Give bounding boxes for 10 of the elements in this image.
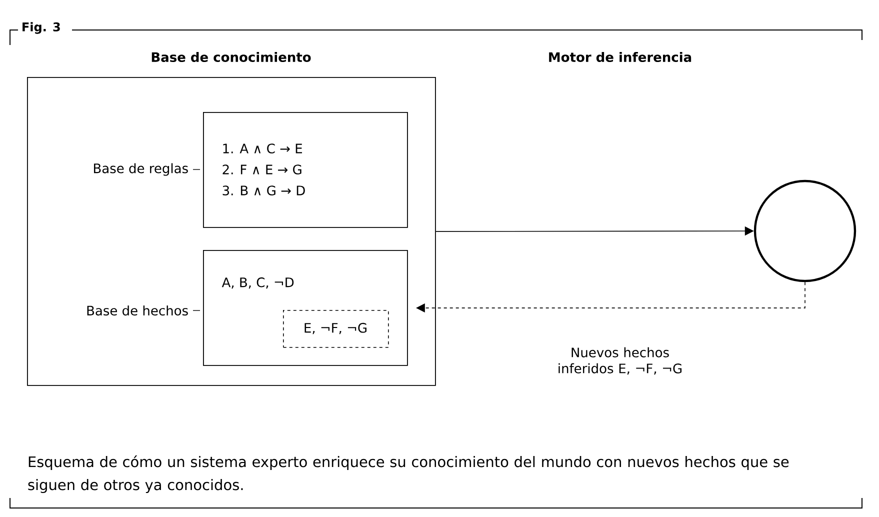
column-heading: Motor de inferencia	[549, 52, 692, 62]
edge-label: Nuevos hechos inferidos E, ¬F, ¬G	[558, 347, 682, 375]
side-label: Base de reglas	[94, 163, 188, 176]
inference-engine-circle	[754, 180, 856, 282]
figure-title: Fig. 3	[22, 22, 60, 34]
caption: Esquema de cómo un sistema experto enriquece su conocimiento del mundo con nuevos hechos que se siguen de otros ya conocidos.	[28, 455, 789, 494]
node-label: Base de conocimiento	[152, 52, 311, 62]
inferred-facts-box: E, ¬F, ¬G	[283, 310, 389, 348]
rules-box: 1. A ∧ C → E 2. F ∧ E → G 3. B ∧ G → D	[203, 112, 408, 228]
side-label: Base de hechos	[87, 305, 188, 316]
